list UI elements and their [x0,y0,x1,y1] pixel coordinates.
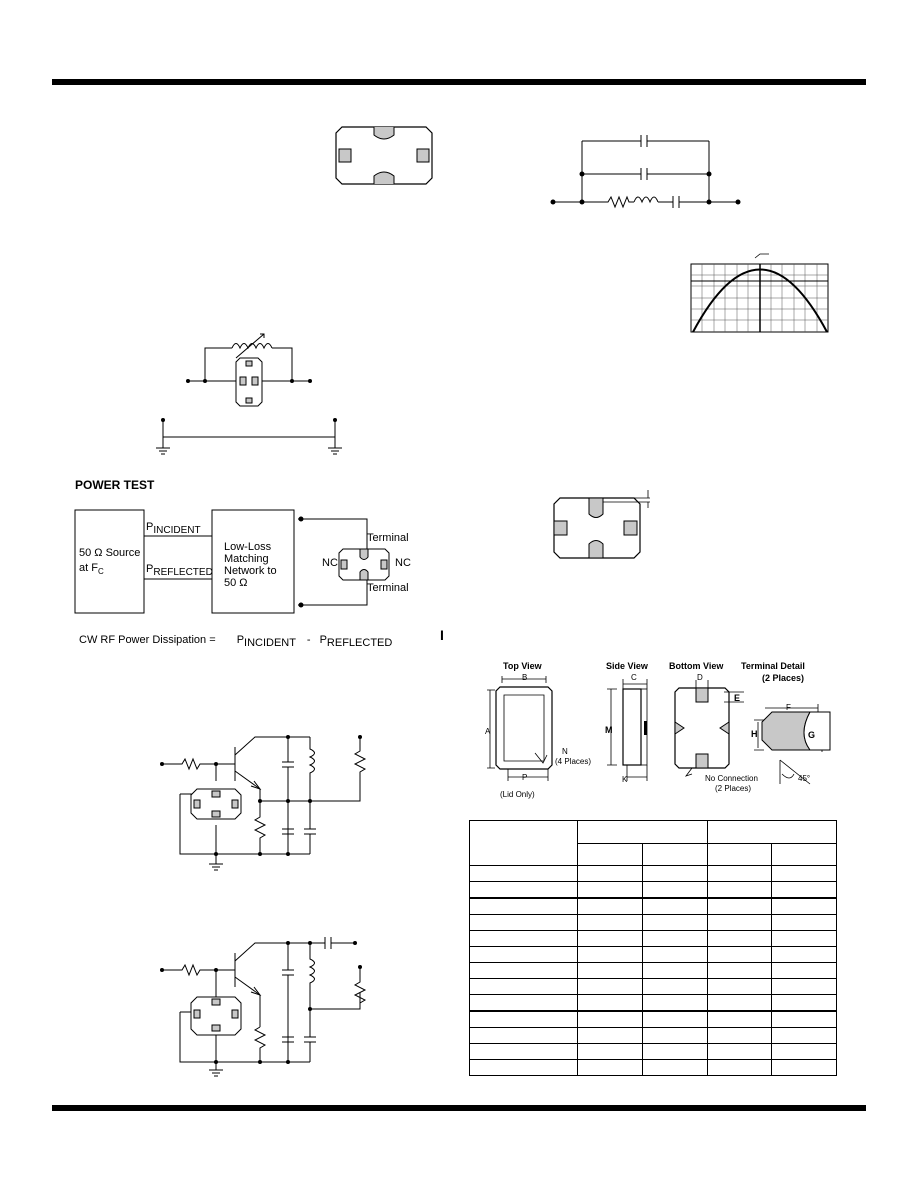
nc-right-label: NC [395,557,411,569]
power-test-heading: POWER TEST [75,478,155,492]
bottom-rule [52,1105,866,1111]
package-outline-small [335,126,433,185]
table-row [469,1027,837,1044]
dim-m-label: M [605,725,613,735]
terminal-top-label: Terminal [367,532,409,544]
table-row [469,962,837,979]
oscillator-circuit-2 [160,937,367,1077]
matching-network-label: Low-Loss Matching Network to 50 Ω [224,541,277,589]
table-row [469,1010,837,1028]
table-header-cell [771,843,837,866]
no-connection-places-label: (2 Places) [715,784,752,793]
terminal-detail-places-label: (2 Places) [762,673,805,683]
section-marker: I [440,627,444,643]
p-incident-label: PINCIDENT [146,521,201,536]
terminal-bottom-label: Terminal [367,582,409,594]
frequency-curve-graph [690,253,829,333]
dim-p-label: P [522,773,528,782]
side-view-drawing [607,679,648,781]
top-rule [52,79,866,85]
nc-left-label: NC [322,557,338,569]
power-dissipation-formula: CW RF Power Dissipation = PINCIDENT - PR… [79,634,393,649]
table-row [469,946,837,963]
table-header-cell [577,820,708,844]
dim-d-label: D [697,673,703,682]
side-view-label: Side View [606,661,648,671]
bottom-view-drawing [674,680,744,777]
table-row [469,978,837,995]
table-row [469,897,837,915]
dim-e-label: E [734,693,741,703]
dim-h-label: H [751,729,758,739]
table-row [469,1043,837,1060]
bottom-view-label: Bottom View [669,661,724,671]
dim-f-label: F [786,703,791,712]
dim-k-label: K [622,775,628,784]
dim-n-label: N [562,747,568,756]
table-header-cell [577,843,643,866]
top-view-drawing [487,676,553,781]
dimensions-table [469,820,837,1076]
dim-a-label: A [485,727,491,736]
dim-g-label: G [808,730,816,740]
n-places-label: (4 Places) [555,757,592,766]
oscillator-circuit-1 [160,735,367,871]
no-connection-label: No Connection [705,774,758,783]
table-row [469,881,837,899]
test-fixture-schematic [186,333,312,407]
table-header-cell [469,820,578,866]
top-view-label: Top View [503,661,542,671]
dim-b-label: B [522,673,528,682]
table-header-cell [641,843,708,866]
terminal-detail-label: Terminal Detail [741,661,805,671]
angle-label: 45° [798,774,811,783]
power-test-diagram [74,509,390,614]
table-row [469,914,837,931]
table-row [469,930,837,947]
source-label: 50 Ω Source [79,547,141,559]
lid-only-label: (Lid Only) [500,790,535,799]
table-row [469,1059,837,1076]
table-row [469,865,837,882]
table-header-cell [706,843,773,866]
p-reflected-label: PREFLECTED [146,563,213,578]
ground-line-schematic [156,418,342,455]
table-row [469,994,837,1012]
dim-c-label: C [631,673,637,682]
equivalent-circuit [550,135,741,209]
table-header-cell [706,820,837,844]
package-outline-large [553,490,650,559]
terminal-detail-drawing [754,704,831,785]
source-fc-label: at FC [79,562,104,576]
